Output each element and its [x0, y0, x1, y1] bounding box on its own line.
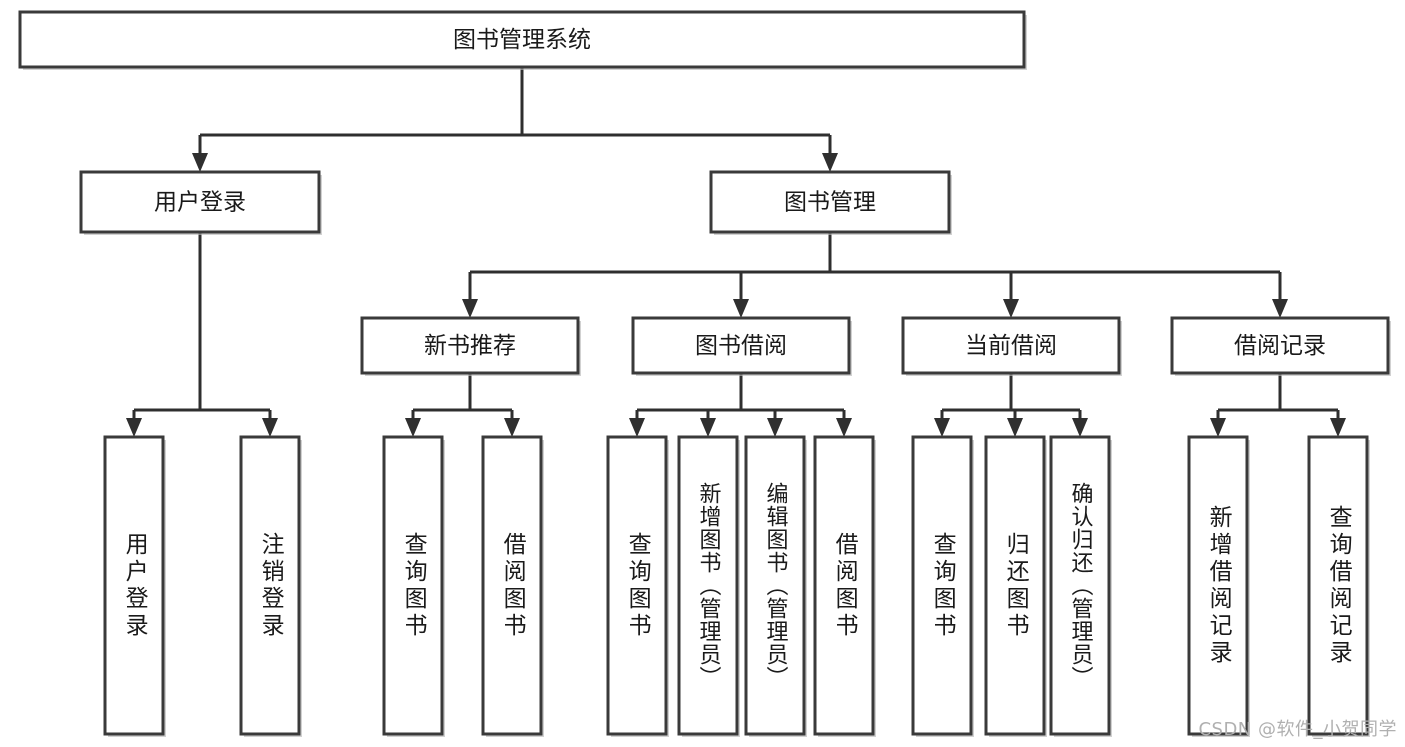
edge-l2-to-l3-0-head [462, 299, 478, 318]
node-leaf-4[interactable] [606, 435, 668, 736]
node-level3-3[interactable] [1170, 316, 1390, 375]
edge-l2-to-l3-3-head [1272, 299, 1288, 318]
edge-leaf-5-head [700, 418, 716, 437]
node-level2-label-0: 用户登录 [154, 190, 246, 216]
edge-l2-to-l3-2-head [1003, 299, 1019, 318]
node-level2-1[interactable] [709, 170, 951, 234]
node-leaf-5[interactable] [677, 435, 739, 736]
edge-leaf-9-head [1007, 418, 1023, 437]
node-leaf-1[interactable] [239, 435, 301, 736]
edge-leaf-1-head [262, 418, 278, 437]
edge-leaf-8-head [934, 418, 950, 437]
edge-leaf-12-head [1330, 418, 1346, 437]
edge-leaf-7-head [836, 418, 852, 437]
node-leaf-6[interactable] [744, 435, 806, 736]
edge-leaf-3-head [504, 418, 520, 437]
edge-leaf-2-head [405, 418, 421, 437]
node-leaf-9[interactable] [984, 435, 1046, 736]
node-level3-0[interactable] [360, 316, 580, 375]
node-leaf-10[interactable] [1049, 435, 1111, 736]
node-leaf-2[interactable] [382, 435, 444, 736]
node-level3-label-1: 图书借阅 [695, 333, 787, 359]
edge-root-to-l2-0-head [192, 153, 208, 172]
boxes-layer [18, 10, 1391, 737]
node-leaf-12[interactable] [1307, 435, 1369, 736]
connectors-layer [126, 67, 1346, 437]
node-level2-label-1: 图书管理 [784, 190, 876, 216]
edge-leaf-10-head [1072, 418, 1088, 437]
node-level3-label-0: 新书推荐 [424, 333, 516, 359]
node-level3-label-2: 当前借阅 [965, 333, 1057, 359]
watermark-credit: CSDN @软件_小贺同学 [1198, 719, 1397, 740]
node-leaf-7[interactable] [813, 435, 875, 736]
edge-leaf-0-head [126, 418, 142, 437]
edge-leaf-11-head [1210, 418, 1226, 437]
edge-root-to-l2-1-head [822, 153, 838, 172]
node-leaf-8[interactable] [911, 435, 973, 736]
node-level3-2[interactable] [901, 316, 1121, 375]
edge-leaf-4-head [629, 418, 645, 437]
edge-l2-to-l3-1-head [733, 299, 749, 318]
node-leaf-0[interactable] [103, 435, 165, 736]
node-level2-0[interactable] [79, 170, 321, 234]
node-root[interactable] [18, 10, 1026, 69]
node-leaf-3[interactable] [481, 435, 543, 736]
node-root-label: 图书管理系统 [453, 27, 591, 53]
edge-leaf-6-head [767, 418, 783, 437]
node-level3-1[interactable] [631, 316, 851, 375]
node-level3-label-3: 借阅记录 [1234, 333, 1326, 359]
node-leaf-11[interactable] [1187, 435, 1249, 736]
